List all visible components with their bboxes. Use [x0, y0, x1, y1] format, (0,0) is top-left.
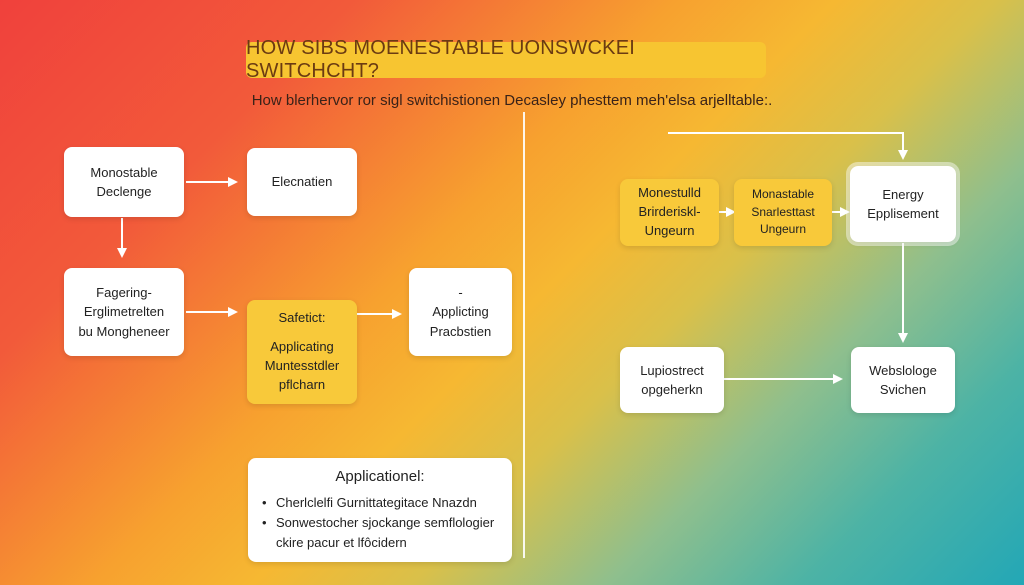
- node-monastable-line3: Ungeurn: [759, 222, 807, 237]
- node-lupiostrect-line1: Lupiostrect: [640, 362, 704, 378]
- node-fagering: Fagering- Erglimetrelten bu Mongheneer: [64, 268, 184, 356]
- node-websologe-line2: Svichen: [879, 382, 927, 397]
- node-monestulld-line1: Monestulld: [638, 185, 701, 201]
- applications-item: • Sonwestocher sjockange semflologier: [262, 513, 498, 533]
- node-monostable-line1: Monostable: [90, 164, 158, 180]
- node-fagering-line3: bu Mongheneer: [78, 323, 170, 339]
- node-fagering-line2: Erglimetrelten: [83, 304, 165, 320]
- node-monestulld-line3: Ungeurn: [644, 222, 695, 238]
- node-monostable: Monostable Declenge: [64, 147, 184, 217]
- node-lupiostrect: Lupiostrect opgeherkn: [620, 347, 724, 413]
- node-fagering-line1: Fagering-: [96, 284, 152, 300]
- node-energy-line2: Epplisement: [867, 206, 939, 221]
- node-monastable: Monastable Snarlesttast Ungeurn: [734, 179, 832, 246]
- node-websologe-line1: Webslologe: [869, 362, 937, 378]
- applications-title: Applicationel:: [335, 468, 425, 485]
- node-lupiostrect-line2: opgeherkn: [641, 382, 703, 397]
- node-monastable-line2: Snarlesttast: [751, 204, 815, 219]
- bullet-icon: •: [262, 515, 267, 531]
- diagram-subtitle: How blerhervor ror sigl switchistionen D…: [251, 92, 773, 109]
- section-divider: [523, 112, 525, 558]
- node-safetict: Safetict: Applicating Muntesstdler pflch…: [247, 300, 357, 404]
- applications-item-text: Cherlclelfi Gurnittategitace Nnazdn: [276, 495, 477, 510]
- node-monestulld-line2: Brirderiskl-: [638, 204, 701, 220]
- node-safetict-line1: Applicating: [270, 339, 334, 355]
- node-safetict-line2: Muntesstdler: [264, 358, 340, 373]
- node-websologe: Webslologe Svichen: [851, 347, 955, 413]
- arrow-top-loop-to-energy: [668, 132, 908, 160]
- bullet-icon: •: [262, 495, 267, 510]
- node-safetict-line3: pflcharn: [278, 376, 326, 392]
- node-applicting: - Applicting Pracbstien: [409, 268, 512, 356]
- applications-item-text: Sonwestocher sjockange semflologier: [276, 515, 495, 531]
- node-safetict-heading: Safetict:: [278, 310, 326, 326]
- node-applicting-marker: -: [458, 284, 463, 300]
- node-applicting-line1: Applicting: [432, 304, 489, 320]
- applications-panel: Applicationel: • Cherlclelfi Gurnittateg…: [248, 458, 512, 562]
- node-elecnatien: Elecnatien: [247, 148, 357, 216]
- node-elecnatien-line1: Elecnatien: [271, 174, 333, 190]
- node-energy-line1: Energy: [882, 186, 924, 202]
- node-applicting-line2: Pracbstien: [429, 323, 492, 339]
- diagram-title: HOW SIBS MOENESTABLE UONSWCKEI SWITCHCHT…: [246, 37, 766, 82]
- applications-item: • Cherlclelfi Gurnittategitace Nnazdn: [262, 493, 498, 513]
- applications-continuation: ckire pacur et lfôcidern: [276, 535, 407, 551]
- node-monastable-line1: Monastable: [751, 187, 815, 202]
- node-energy: Energy Epplisement: [846, 162, 960, 246]
- node-monostable-line2: Declenge: [96, 184, 152, 199]
- node-monestulld: Monestulld Brirderiskl- Ungeurn: [620, 179, 719, 246]
